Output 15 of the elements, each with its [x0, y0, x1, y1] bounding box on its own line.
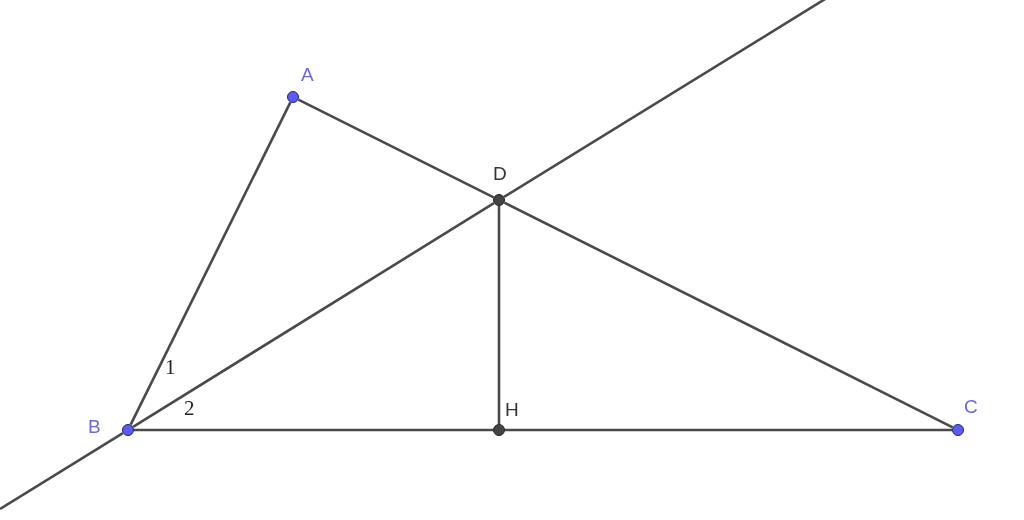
point-label: D: [493, 164, 507, 184]
line-segment: [497, 206, 501, 424]
angle-number: 2: [184, 397, 195, 419]
line-segment: [503, 201, 954, 429]
line-segment: [132, 202, 495, 428]
point-label: A: [301, 65, 314, 85]
line-segment: [297, 98, 495, 199]
point-label: C: [964, 397, 978, 417]
point-label: B: [88, 417, 101, 437]
point-label: H: [505, 400, 519, 420]
line: [0, 432, 124, 511]
angle-number: 1: [165, 356, 176, 378]
line-segment: [134, 428, 493, 432]
line-segment: [129, 101, 292, 426]
line-segment: [505, 428, 952, 432]
